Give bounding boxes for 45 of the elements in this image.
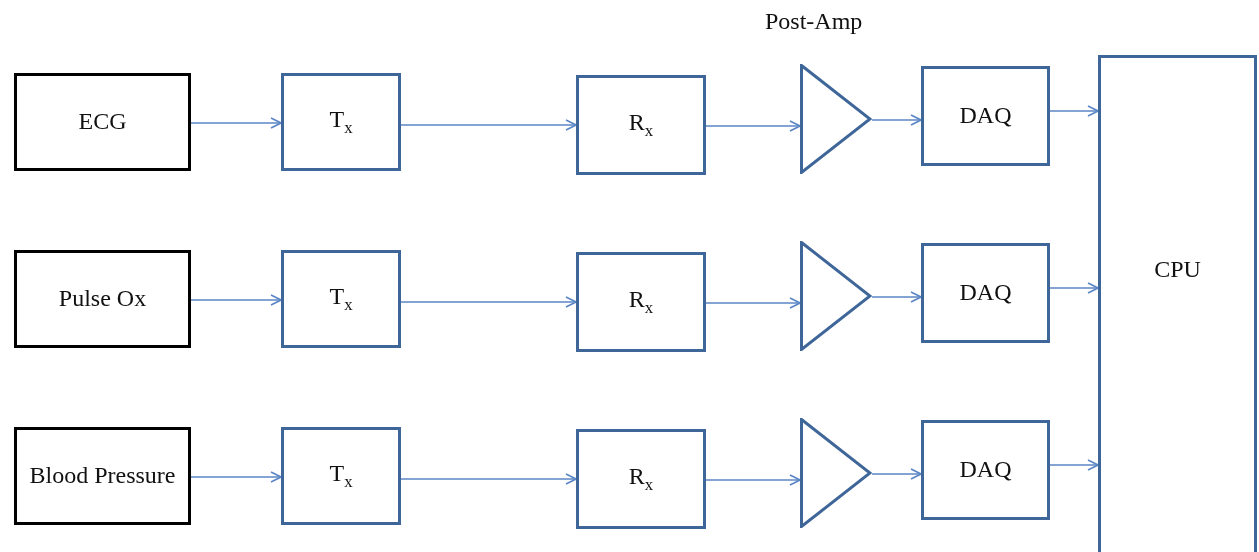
box-label: T$_{x}$ <box>329 106 353 138</box>
amplifier-triangle <box>800 418 872 528</box>
transmitter-box <box>281 73 401 171</box>
sensor-box <box>14 427 191 525</box>
sensor-box <box>14 250 191 348</box>
arrow <box>871 468 922 480</box>
box-label: R$_{x}$ <box>628 463 654 495</box>
receiver-box <box>576 429 706 529</box>
amplifier-triangle <box>800 241 872 351</box>
transmitter-box <box>281 250 401 348</box>
arrow <box>400 296 577 308</box>
arrow <box>190 294 282 306</box>
box-label: DAQ <box>959 456 1012 484</box>
arrow <box>1049 105 1099 117</box>
arrow <box>400 119 577 131</box>
arrow <box>190 471 282 483</box>
receiver-box <box>576 75 706 175</box>
arrow <box>190 117 282 129</box>
cpu-box <box>1098 55 1257 552</box>
amplifier-triangle <box>800 64 872 174</box>
box-label: DAQ <box>959 102 1012 130</box>
box-label: DAQ <box>959 279 1012 307</box>
box-label: Pulse Ox <box>58 285 147 313</box>
arrow <box>1049 282 1099 294</box>
arrow <box>705 120 801 132</box>
arrow <box>705 297 801 309</box>
box-label: R$_{x}$ <box>628 286 654 318</box>
transmitter-box <box>281 427 401 525</box>
arrow <box>705 474 801 486</box>
sensor-box <box>14 73 191 171</box>
arrow <box>871 291 922 303</box>
box-label: T$_{x}$ <box>329 283 353 315</box>
daq-box <box>921 66 1050 166</box>
box-label: R$_{x}$ <box>628 109 654 141</box>
daq-box <box>921 420 1050 520</box>
arrow <box>1049 459 1099 471</box>
receiver-box <box>576 252 706 352</box>
arrow <box>871 114 922 126</box>
box-label: T$_{x}$ <box>329 460 353 492</box>
box-label: CPU <box>1154 256 1201 284</box>
box-label: Blood Pressure <box>29 462 176 490</box>
arrow <box>400 473 577 485</box>
daq-box <box>921 243 1050 343</box>
box-label: ECG <box>78 108 127 136</box>
amplifier-caption: Post-Amp <box>765 8 863 35</box>
